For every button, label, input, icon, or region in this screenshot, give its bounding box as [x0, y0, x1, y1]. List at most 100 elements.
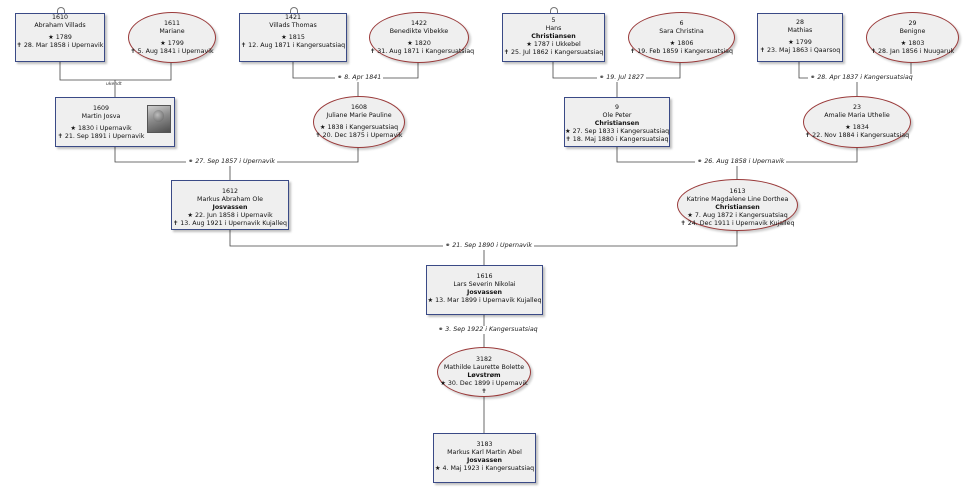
birth-info: ★ 22. Jun 1858 i Upernavik	[187, 212, 273, 219]
birth-info: ★ 27. Sep 1833 i Kangersuatsiaq	[565, 128, 670, 135]
marriage-label: ⚭ 19. Jul 1827	[597, 74, 646, 82]
death-info: ✝ 28. Jan 1856 i Nuugaruk	[870, 48, 955, 55]
marriage-place: i Kangersuatsiaq	[485, 326, 538, 333]
marriage-date: 8. Apr 1841	[344, 74, 382, 81]
unknown-union-label: ukendt	[106, 82, 122, 87]
marriage-date: 27. Sep 1857	[195, 158, 238, 165]
person-id: 1421	[284, 14, 302, 21]
marriage-label: ⚭ 21. Sep 1890 i Upernavik	[443, 242, 535, 250]
person-photo[interactable]	[147, 105, 171, 133]
person-box[interactable]: 28 Mathias ★ 1799 ✝ 23. Maj 1863 i Qaars…	[757, 13, 843, 62]
marriage-place: i Upernavik	[496, 242, 533, 249]
person-oval[interactable]: 29 Benigne ★ 1803 ✝ 28. Jan 1856 i Nuuga…	[866, 12, 959, 63]
birth-info: ★ 7. Aug 1872 i Kangersuatsiaq	[687, 212, 788, 219]
marriage-place: i Kangersuatsiaq	[860, 74, 913, 81]
marriage-symbol: ⚭	[188, 158, 194, 165]
person-box[interactable]: 1609 Martin Josva ★ 1830 i Upernavik ✝ 2…	[55, 97, 175, 147]
person-surname: Løvstrøm	[467, 372, 501, 379]
death-info: ✝ 28. Mar 1858 i Upernavik	[16, 42, 104, 49]
death-info: ✝ 20. Dec 1875 i Upernavik	[315, 132, 403, 139]
person-id: 1610	[51, 14, 69, 21]
death-info: ✝ 21. Sep 1891 i Upernavik	[57, 133, 145, 140]
person-oval[interactable]: 3182 Mathilde Laurette Bolette Løvstrøm …	[437, 347, 531, 397]
person-name: Hans	[545, 25, 562, 32]
death-info: ✝ 19. Feb 1859 i Kangersuatsiaq	[629, 48, 734, 55]
death-info: ✝	[481, 388, 487, 395]
person-name: Mathias	[787, 27, 813, 34]
person-id: 9	[614, 104, 619, 111]
person-box[interactable]: 1616 Lars Severin Nikolai Josvassen ★ 13…	[426, 265, 543, 315]
birth-info: ★ 13. Mar 1899 i Upernavik Kujalleq	[427, 297, 542, 304]
marriage-symbol: ⚭	[445, 242, 451, 249]
birth-info: ★ 1806	[669, 40, 694, 47]
person-oval[interactable]: 1613 Katrine Magdalene Line Dorthea Chri…	[677, 179, 798, 231]
person-name: Markus Abraham Ole	[197, 196, 263, 203]
person-name: Abraham Villads	[34, 22, 86, 29]
person-id: 1611	[163, 20, 181, 27]
person-id: 28	[795, 19, 804, 26]
expand-handle[interactable]	[57, 7, 65, 14]
person-name: Markus Karl Martin Abel	[447, 449, 522, 456]
person-box[interactable]: 1610 Abraham Villads ★ 1789 ✝ 28. Mar 18…	[15, 13, 105, 62]
expand-handle[interactable]	[290, 7, 298, 14]
birth-info: ★ 1834	[845, 124, 869, 131]
person-surname: Christiansen	[594, 120, 640, 127]
marriage-date: 28. Apr 1837	[817, 74, 859, 81]
marriage-symbol: ⚭	[697, 158, 703, 165]
marriage-label: ⚭ 26. Aug 1858 i Upernavik	[695, 158, 787, 166]
marriage-place: i Upernavik	[748, 158, 785, 165]
marriage-label: ⚭ 3. Sep 1922 i Kangersuatsiaq	[436, 326, 540, 334]
person-id: 1422	[410, 20, 428, 27]
person-surname: Josvassen	[212, 204, 248, 211]
person-oval[interactable]: 23 Amalie Maria Uthelie ★ 1834 ✝ 22. Nov…	[803, 96, 911, 148]
birth-info: ★ 1820	[407, 40, 431, 47]
person-box[interactable]: 1421 Villads Thomas ★ 1815 ✝ 12. Aug 187…	[239, 13, 347, 62]
person-box[interactable]: 3183 Markus Karl Martin Abel Josvassen ★…	[433, 433, 536, 483]
person-oval[interactable]: 1608 Juliane Marie Pauline ★ 1838 i Kang…	[313, 96, 405, 148]
person-id: 1612	[221, 188, 239, 195]
marriage-label: ⚭ 27. Sep 1857 i Upernavik	[186, 158, 278, 166]
connector-line	[59, 62, 172, 81]
marriage-label: ⚭ 28. Apr 1837 i Kangersuatsiaq	[808, 74, 915, 82]
marriage-date: 19. Jul 1827	[606, 74, 644, 81]
expand-handle[interactable]	[550, 7, 558, 14]
person-name: Amalie Maria Uthelie	[824, 112, 890, 119]
marriage-symbol: ⚭	[810, 74, 816, 81]
marriage-symbol: ⚭	[599, 74, 605, 81]
person-id: 6	[679, 20, 684, 27]
person-name: Martin Josva	[81, 113, 121, 120]
death-info: ✝ 22. Nov 1884 i Kangersuatsiaq	[804, 132, 910, 139]
person-name: Villads Thomas	[269, 22, 317, 29]
death-info: ✝ 31. Aug 1871 i Kangersuatsiaq	[370, 48, 475, 55]
person-box[interactable]: 5 Hans Christiansen ★ 1787 i Ukkebel ✝ 2…	[502, 13, 605, 62]
marriage-symbol: ⚭	[438, 326, 444, 333]
person-id: 1608	[350, 104, 368, 111]
person-box[interactable]: 9 Ole Peter Christiansen ★ 27. Sep 1833 …	[564, 97, 670, 147]
birth-info: ★ 1787 i Ukkebel	[526, 41, 581, 48]
person-id: 1613	[729, 188, 746, 195]
marriage-place: i Upernavik	[239, 158, 276, 165]
birth-info: ★ 1838 i Kangersuatsiaq	[319, 124, 399, 131]
death-info: ✝ 12. Aug 1871 i Kangersuatsiaq	[240, 42, 346, 49]
person-oval[interactable]: 6 Sara Christina ★ 1806 ✝ 19. Feb 1859 i…	[628, 12, 735, 63]
birth-info: ★ 1815	[281, 34, 305, 41]
marriage-label: ⚭ 8. Apr 1841	[335, 74, 384, 82]
person-surname: Josvassen	[466, 457, 503, 464]
person-id: 1609	[92, 105, 110, 112]
person-surname: Christiansen	[531, 33, 576, 40]
person-oval[interactable]: 1611 Mariane ★ 1799 ✝ 5. Aug 1841 i Uper…	[128, 12, 216, 63]
birth-info: ★ 1799	[160, 40, 184, 47]
person-box[interactable]: 1612 Markus Abraham Ole Josvassen ★ 22. …	[171, 180, 289, 230]
birth-info: ★ 30. Dec 1899 i Upernavik	[440, 380, 528, 387]
person-surname: Christiansen	[715, 204, 760, 211]
death-info: ✝ 5. Aug 1841 i Upernavik	[130, 48, 214, 55]
person-id: 23	[852, 104, 861, 111]
birth-info: ★ 1803	[900, 40, 925, 47]
marriage-symbol: ⚭	[337, 74, 343, 81]
person-id: 5	[551, 17, 556, 24]
person-oval[interactable]: 1422 Benedikte Vibekke ★ 1820 ✝ 31. Aug …	[369, 12, 475, 63]
person-name: Benigne	[899, 28, 926, 35]
person-name: Mathilde Laurette Bolette	[443, 364, 525, 371]
birth-info: ★ 4. Maj 1923 i Kangersuatsiaq	[434, 465, 535, 472]
